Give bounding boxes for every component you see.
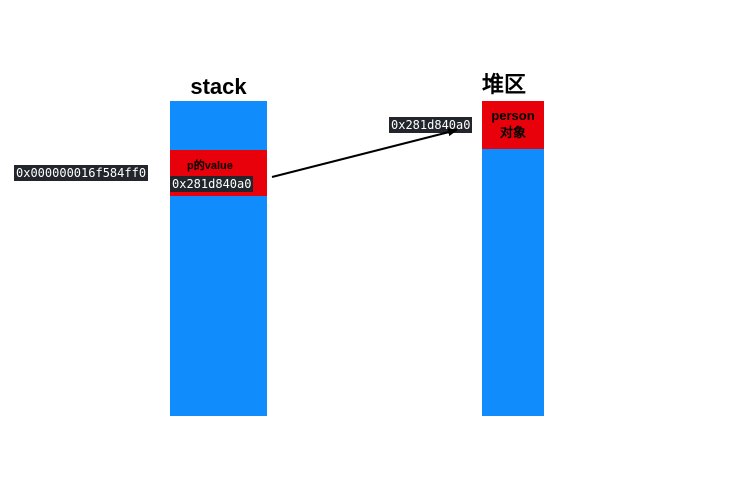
stack-title: stack: [190, 74, 247, 99]
heap-object-label-line2: 对象: [499, 125, 526, 140]
heap-title: 堆区: [481, 72, 526, 97]
heap-object-label-line1: person: [491, 108, 535, 123]
stack-slot-value: 0x281d840a0: [170, 176, 254, 192]
heap-person-object: [482, 101, 544, 149]
stack-slot-address: 0x000000016f584ff0: [14, 165, 149, 181]
heap-column: [482, 101, 544, 416]
stack-slot-label: p的value: [187, 160, 233, 172]
heap-object-address: 0x281d840a0: [389, 117, 473, 133]
pointer-arrow-line: [271, 128, 458, 178]
stack-column: [170, 101, 267, 416]
